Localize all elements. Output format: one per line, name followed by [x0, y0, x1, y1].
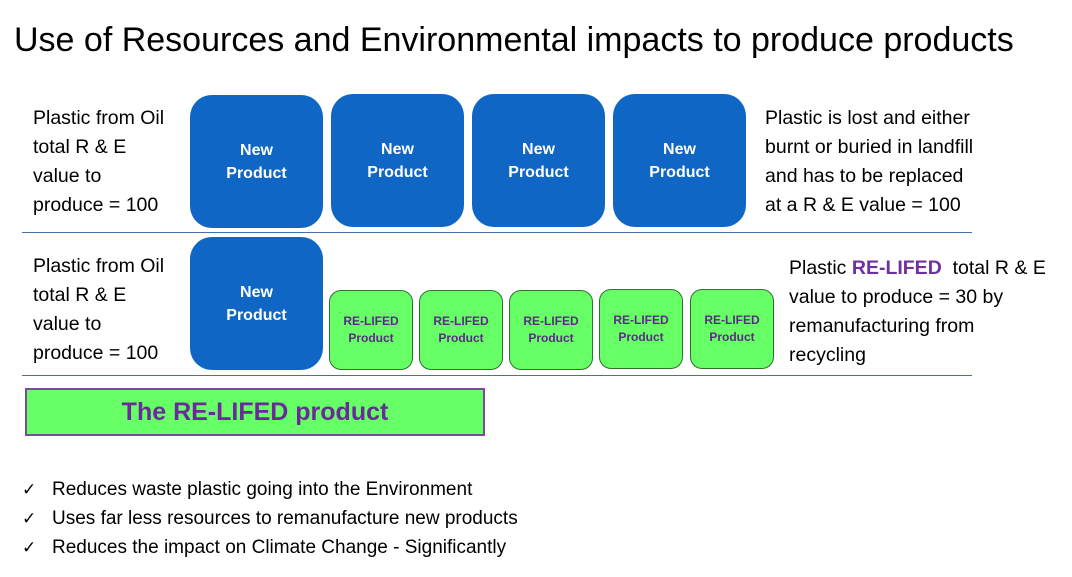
product-label-line2: Product — [649, 163, 710, 181]
product-label-line2: Product — [226, 164, 287, 182]
row2-right-line: remanufacturing from — [789, 315, 975, 337]
new-product-box: New Product — [613, 94, 746, 227]
relifed-banner: The RE-LIFED product — [25, 388, 485, 436]
relifed-product-box: RE-LIFED Product — [419, 290, 503, 370]
relifed-highlight: RE-LIFED — [851, 257, 942, 279]
row2-right-line: value to produce = 30 by — [789, 286, 1004, 308]
product-label-line2: Product — [226, 306, 287, 324]
row2-left-line: Plastic from Oil — [33, 255, 165, 277]
row1-left-line: produce = 100 — [33, 194, 159, 216]
checklist-item: ✓ Reduces waste plastic going into the E… — [22, 475, 518, 504]
checklist-item: ✓ Uses far less resources to remanufactu… — [22, 504, 518, 533]
relifed-label-line2: Product — [618, 330, 664, 344]
relifed-label-line1: RE-LIFED — [613, 313, 669, 327]
relifed-label-line1: RE-LIFED — [704, 313, 760, 327]
row2-left-line: produce = 100 — [33, 342, 159, 364]
row1-right-line: and has to be replaced — [765, 165, 964, 187]
row1-left-line: value to — [33, 165, 102, 187]
relifed-label-line2: Product — [348, 331, 394, 345]
relifed-label-line2: Product — [438, 331, 484, 345]
new-product-box: New Product — [331, 94, 464, 227]
product-label-line1: New — [663, 140, 696, 158]
row1-right-line: Plastic is lost and either — [765, 107, 970, 129]
relifed-label-line2: Product — [709, 330, 755, 344]
relifed-label-line1: RE-LIFED — [433, 314, 489, 328]
relifed-product-box: RE-LIFED Product — [599, 289, 683, 369]
page-title: Use of Resources and Environmental impac… — [14, 21, 1014, 59]
row1-right-line: burnt or buried in landfill — [765, 136, 974, 158]
product-label-line1: New — [522, 140, 555, 158]
relifed-label-line1: RE-LIFED — [523, 314, 579, 328]
checklist-item-text: Uses far less resources to remanufacture… — [52, 508, 518, 529]
checklist-item-text: Reduces the impact on Climate Change - S… — [52, 537, 507, 558]
row1-right-line: at a R & E value = 100 — [765, 194, 961, 216]
row2-right-prefix: Plastic — [789, 257, 852, 279]
product-label-line1: New — [240, 141, 273, 159]
row1-divider — [22, 232, 972, 233]
product-label-line2: Product — [508, 163, 569, 181]
checklist-item: ✓ Reduces the impact on Climate Change -… — [22, 533, 518, 562]
relifed-product-box: RE-LIFED Product — [690, 289, 774, 369]
relifed-product-box: RE-LIFED Product — [509, 290, 593, 370]
relifed-product-box: RE-LIFED Product — [329, 290, 413, 370]
row2-right-line: recycling — [789, 344, 866, 366]
new-product-box: New Product — [472, 94, 605, 227]
check-icon: ✓ — [22, 538, 37, 557]
relifed-label-line1: RE-LIFED — [343, 314, 399, 328]
row2-left-text: Plastic from Oil total R & E value to pr… — [33, 252, 164, 368]
product-label-line2: Product — [367, 163, 428, 181]
checklist-item-text: Reduces waste plastic going into the Env… — [52, 479, 473, 500]
row2-divider — [22, 375, 972, 376]
benefits-checklist: ✓ Reduces waste plastic going into the E… — [22, 475, 518, 562]
row1-left-line: Plastic from Oil — [33, 107, 165, 129]
product-label-line1: New — [381, 140, 414, 158]
relifed-label-line2: Product — [528, 331, 574, 345]
check-icon: ✓ — [22, 509, 37, 528]
row2-left-line: total R & E — [33, 284, 127, 306]
check-icon: ✓ — [22, 480, 37, 499]
row1-right-text: Plastic is lost and either burnt or buri… — [765, 104, 973, 220]
product-label-line1: New — [240, 283, 273, 301]
row2-right-line: Plastic RE-LIFED total R & E — [789, 254, 1046, 283]
banner-text: The RE-LIFED product — [121, 397, 389, 426]
new-product-box: New Product — [190, 95, 323, 228]
row1-left-text: Plastic from Oil total R & E value to pr… — [33, 104, 164, 220]
row2-right-text: Plastic RE-LIFED total R & E value to pr… — [789, 254, 1046, 370]
row2-right-suffix: total R & E — [941, 257, 1046, 279]
row1-left-line: total R & E — [33, 136, 127, 158]
new-product-box: New Product — [190, 237, 323, 370]
row2-left-line: value to — [33, 313, 102, 335]
